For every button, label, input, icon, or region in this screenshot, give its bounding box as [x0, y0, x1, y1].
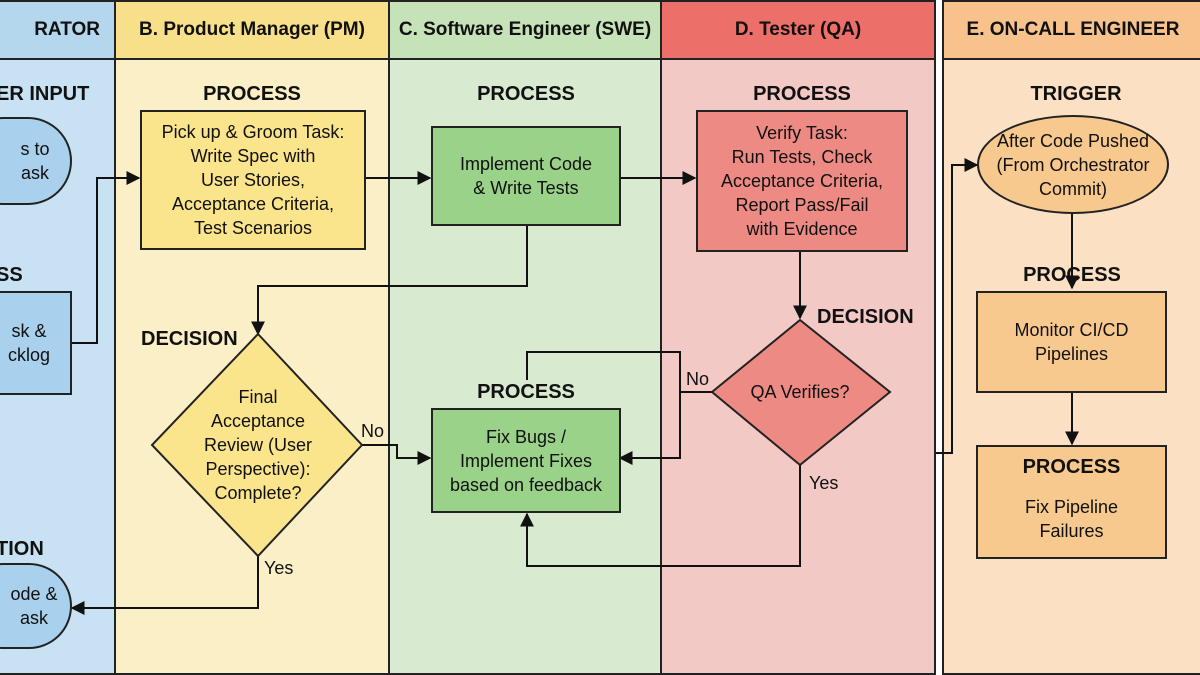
arrow-pm-yes-to-orch	[70, 555, 259, 615]
lane-swe-header: C. Software Engineer (SWE)	[390, 2, 660, 60]
orch-input-text: s to ask	[20, 139, 50, 183]
pm-process-node: Pick up & Groom Task: Write Spec with Us…	[140, 110, 366, 250]
pm-process-text: Pick up & Groom Task: Write Spec with Us…	[161, 122, 345, 238]
orch-process-heading: SS	[0, 264, 23, 286]
orch-action-heading: TION	[0, 538, 44, 560]
orch-action-text: ode & ask	[10, 584, 58, 628]
oncall-process2-heading: PROCESS	[1022, 456, 1121, 478]
lane-pm-title: B. Product Manager (PM)	[139, 19, 365, 40]
swe-process2-heading: PROCESS	[477, 381, 575, 403]
arrow-qa-to-oncall-trigger	[936, 158, 979, 454]
lane-orchestrator-title: RATOR	[34, 19, 100, 40]
oncall-process2-text: Fix Pipeline Failures	[1024, 497, 1119, 541]
qa-process-text: Verify Task: Run Tests, Check Acceptance…	[720, 123, 884, 239]
oncall-trigger-text: After Code Pushed (From Orchestrator Com…	[996, 130, 1150, 199]
lane-oncall-header: E. ON-CALL ENGINEER	[944, 2, 1200, 60]
pm-decision-yes-label: Yes	[264, 558, 294, 578]
lane-orchestrator-header: RATOR	[0, 2, 114, 60]
qa-decision-no-label: No	[686, 369, 710, 389]
orch-process-text: sk & cklog	[7, 321, 51, 365]
lane-pm-header: B. Product Manager (PM)	[116, 2, 388, 60]
lane-qa-header: D. Tester (QA)	[662, 2, 934, 60]
oncall-trigger-node: After Code Pushed (From Orchestrator Com…	[977, 115, 1169, 214]
lane-oncall-title: E. ON-CALL ENGINEER	[966, 19, 1180, 40]
arrow-orch-to-pm-process	[72, 171, 141, 344]
orch-input-heading: ER INPUT	[0, 83, 90, 105]
orch-action-node: ode & ask	[0, 563, 72, 649]
swe-process2-node: Fix Bugs / Implement Fixes based on feed…	[431, 408, 621, 513]
orch-input-node: s to ask	[0, 117, 72, 205]
lane-swe-title: C. Software Engineer (SWE)	[398, 19, 652, 40]
pm-decision-diamond	[150, 332, 364, 558]
qa-process-heading: PROCESS	[753, 83, 851, 105]
qa-decision-text: QA Verifies?	[724, 376, 876, 408]
arrow-qa-yes-to-fix	[520, 465, 801, 567]
oncall-process1-node: Monitor CI/CD Pipelines	[976, 291, 1167, 393]
oncall-process1-heading: PROCESS	[1023, 264, 1121, 286]
oncall-process1-text: Monitor CI/CD Pipelines	[1014, 320, 1129, 364]
arrow-pm-no-to-fix	[362, 444, 432, 465]
pm-decision-heading: DECISION	[141, 328, 238, 350]
arrow-qa-no-to-fix	[618, 392, 681, 465]
qa-process-node: Verify Task: Run Tests, Check Acceptance…	[696, 110, 908, 252]
pm-decision-text: Final Acceptance Review (User Perspectiv…	[168, 370, 348, 520]
qa-decision-heading: DECISION	[817, 306, 914, 328]
pm-process-heading: PROCESS	[203, 83, 301, 105]
arrow-swe-to-pm-decision	[251, 226, 528, 336]
oncall-process2-node: PROCESS Fix Pipeline Failures	[976, 445, 1167, 559]
lane-qa-title: D. Tester (QA)	[734, 19, 862, 40]
qa-decision-yes-label: Yes	[809, 473, 839, 493]
orch-process-node: sk & cklog	[0, 291, 72, 395]
swe-process1-text: Implement Code & Write Tests	[459, 154, 593, 198]
pm-decision-label: Final Acceptance Review (User Perspectiv…	[203, 387, 313, 503]
qa-decision-label: QA Verifies?	[750, 382, 850, 402]
pm-decision-no-label: No	[361, 421, 385, 441]
qa-decision-diamond	[710, 318, 892, 467]
oncall-trigger-heading: TRIGGER	[1030, 83, 1122, 105]
swe-process1-node: Implement Code & Write Tests	[431, 126, 621, 226]
swe-process2-text: Fix Bugs / Implement Fixes based on feed…	[449, 426, 603, 495]
arrow-qa-no-loop	[526, 351, 712, 393]
swe-process1-heading: PROCESS	[477, 83, 575, 105]
